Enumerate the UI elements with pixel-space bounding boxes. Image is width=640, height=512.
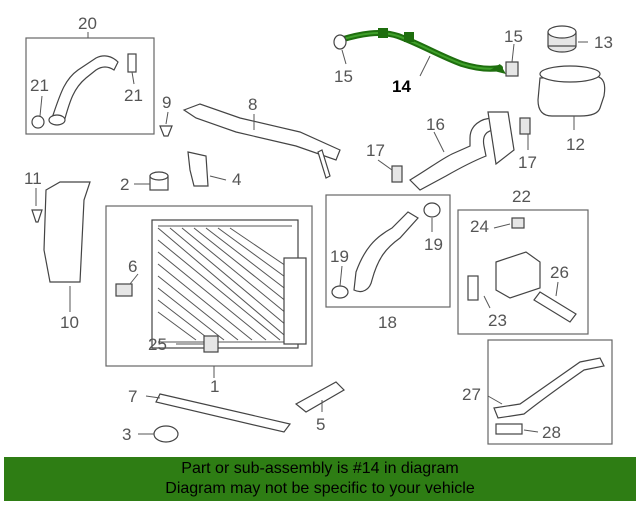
part-8-bracket [182,103,341,179]
callout-12: 12 [566,135,585,154]
part-27-pipe [493,357,605,419]
part-17-clamp-a [391,165,403,183]
leader-lines [35,32,588,435]
callout-11: 11 [24,169,42,188]
part-26-pipe [533,291,577,323]
callout-28: 28 [542,423,561,442]
group-box-22 [457,209,589,335]
callout-16: 16 [426,115,445,134]
part-13-cap [547,25,577,53]
part-6-sensor [115,283,133,297]
info-banner: Part or sub-assembly is #14 in diagram D… [4,457,636,501]
callout-8: 8 [248,95,257,114]
callout-19-left: 19 [330,247,349,266]
callout-3: 3 [122,425,131,444]
part-25-drain [203,335,219,353]
callout-18: 18 [378,313,397,332]
callout-4: 4 [232,170,241,189]
callout-15-left: 15 [334,67,353,86]
parts-diagram: 20 21 21 9 8 4 2 11 10 6 25 1 7 3 5 14 1… [24,14,613,445]
part-9-bolt [159,125,173,137]
callout-22: 22 [512,187,531,206]
part-28-gasket [495,423,523,435]
callout-17-left: 17 [366,141,385,160]
banner-line-1: Part or sub-assembly is #14 in diagram [181,460,459,477]
part-19-clamp-b [423,202,441,218]
group-box-1-radiator [105,205,313,367]
part-14-hose[interactable] [337,28,506,74]
callout-9: 9 [162,93,171,112]
callout-7: 7 [128,387,137,406]
banner-line-2: Diagram may not be specific to your vehi… [165,480,475,497]
part-15-clamp-left [333,34,347,50]
callout-14[interactable]: 14 [392,77,411,96]
callout-21-left: 21 [30,76,49,95]
callout-13: 13 [594,33,613,52]
part-19-clamp-a [331,285,349,299]
callout-6: 6 [128,257,137,276]
part-3-fastener [153,425,179,443]
callout-5: 5 [316,415,325,434]
part-1-radiator [151,219,307,349]
part-4-bracket [187,151,209,187]
callout-26: 26 [550,263,569,282]
callout-20: 20 [78,14,97,33]
group-box-20 [25,37,155,135]
part-17-clamp-b [519,117,531,135]
part-22-housing [467,217,541,301]
callout-23: 23 [488,311,507,330]
part-18-hose [353,211,419,293]
callout-15-right: 15 [504,27,523,46]
callout-2: 2 [120,175,129,194]
group-box-27 [487,339,613,445]
part-2-fastener [149,171,169,191]
part-10-deflector [43,181,91,283]
callout-1: 1 [210,377,219,396]
callout-19-right: 19 [424,235,443,254]
callout-25: 25 [148,335,167,354]
part-15-clamp-right [505,61,519,77]
part-11-pin [31,209,43,223]
part-12-reservoir [537,65,606,117]
group-box-18 [325,194,451,308]
callout-27: 27 [462,385,481,404]
part-16-hose [409,111,515,191]
part-5-bracket [294,381,345,413]
callout-17-right: 17 [518,153,537,172]
part-7-seal [155,393,292,433]
callout-21-right: 21 [124,86,143,105]
callout-10: 10 [60,313,79,332]
callout-24: 24 [470,217,489,236]
